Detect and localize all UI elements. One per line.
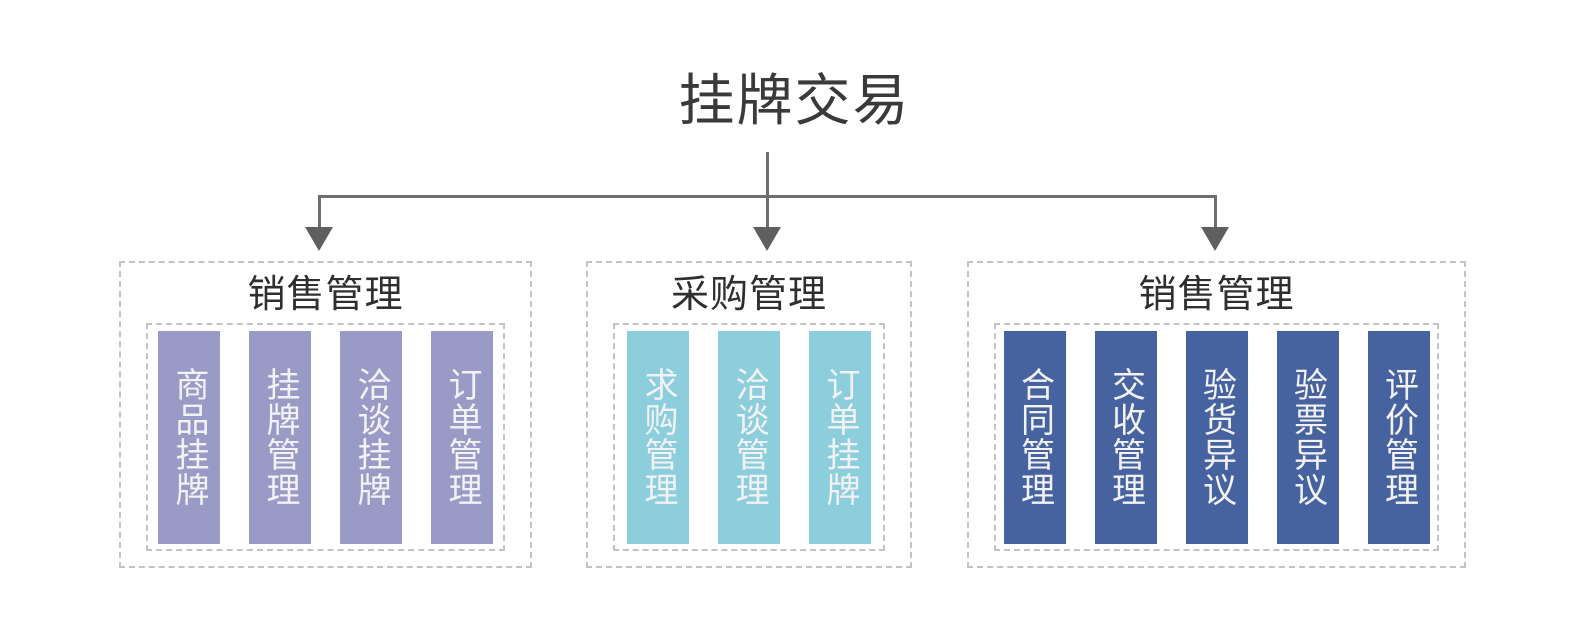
module-label: 订单挂牌	[821, 367, 859, 507]
group-inner-frame: 商品挂牌 挂牌管理 洽谈挂牌 订单管理	[146, 323, 505, 551]
module-label: 订单管理	[443, 367, 481, 507]
module-box[interactable]: 评价管理	[1367, 330, 1430, 544]
module-label: 验货异议	[1197, 367, 1236, 507]
module-box[interactable]: 验货异议	[1185, 330, 1248, 544]
module-box[interactable]: 洽谈管理	[718, 330, 780, 544]
connector-drop-1	[318, 195, 321, 229]
group-procurement-management: 采购管理 求购管理 洽谈管理 订单挂牌	[586, 261, 912, 568]
bar-list: 合同管理 交收管理 验货异议 验票异议 评价管理	[1003, 330, 1430, 544]
module-box[interactable]: 订单挂牌	[809, 330, 871, 544]
connector-drop-2	[766, 195, 769, 229]
root-title: 挂牌交易	[678, 69, 911, 132]
module-label: 评价管理	[1379, 367, 1418, 507]
module-box[interactable]: 合同管理	[1003, 330, 1066, 544]
module-box[interactable]: 验票异议	[1276, 330, 1339, 544]
module-label: 洽谈管理	[730, 367, 768, 507]
module-label: 合同管理	[1015, 367, 1054, 507]
module-label: 洽谈挂牌	[352, 367, 390, 507]
module-label: 交收管理	[1106, 367, 1145, 507]
module-box[interactable]: 挂牌管理	[249, 330, 311, 544]
module-box[interactable]: 交收管理	[1094, 330, 1157, 544]
group-title: 采购管理	[670, 274, 827, 316]
group-inner-frame: 合同管理 交收管理 验货异议 验票异议 评价管理	[994, 323, 1439, 551]
module-box[interactable]: 洽谈挂牌	[340, 330, 402, 544]
group-sales-management-1: 销售管理 商品挂牌 挂牌管理 洽谈挂牌 订单管理	[119, 261, 532, 568]
module-box[interactable]: 求购管理	[627, 330, 689, 544]
bar-list: 求购管理 洽谈管理 订单挂牌	[627, 330, 871, 544]
module-label: 求购管理	[639, 367, 677, 507]
connector-stem	[766, 152, 769, 198]
group-sales-management-2: 销售管理 合同管理 交收管理 验货异议 验票异议 评价管理	[967, 261, 1466, 568]
arrowhead-down-icon-2	[753, 227, 781, 251]
group-title: 销售管理	[247, 274, 404, 316]
module-label: 验票异议	[1288, 367, 1327, 507]
group-inner-frame: 求购管理 洽谈管理 订单挂牌	[613, 323, 885, 551]
module-label: 商品挂牌	[170, 367, 208, 507]
bar-list: 商品挂牌 挂牌管理 洽谈挂牌 订单管理	[158, 330, 493, 544]
module-box[interactable]: 商品挂牌	[158, 330, 220, 544]
group-title: 销售管理	[1138, 274, 1295, 316]
arrowhead-down-icon-1	[305, 227, 333, 251]
module-box[interactable]: 订单管理	[431, 330, 493, 544]
connector-drop-3	[1214, 195, 1217, 229]
module-label: 挂牌管理	[261, 367, 299, 507]
arrowhead-down-icon-3	[1201, 227, 1229, 251]
